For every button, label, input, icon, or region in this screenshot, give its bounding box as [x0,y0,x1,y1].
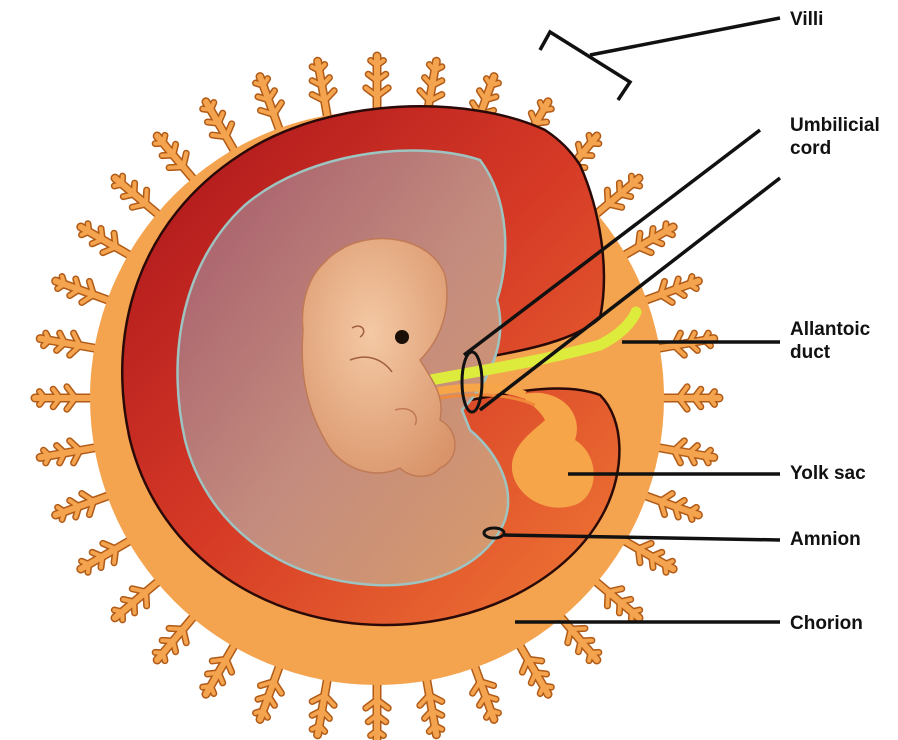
villi-leader [590,18,780,55]
villi-bracket [540,32,630,100]
label-yolk-sac: Yolk sac [790,462,866,485]
label-umbilical-cord: Umbilicial cord [790,114,890,160]
label-villi: Villi [790,8,823,31]
label-allantoic-duct: Allantoic duct [790,318,890,364]
label-chorion: Chorion [790,612,863,635]
label-amnion: Amnion [790,528,861,551]
